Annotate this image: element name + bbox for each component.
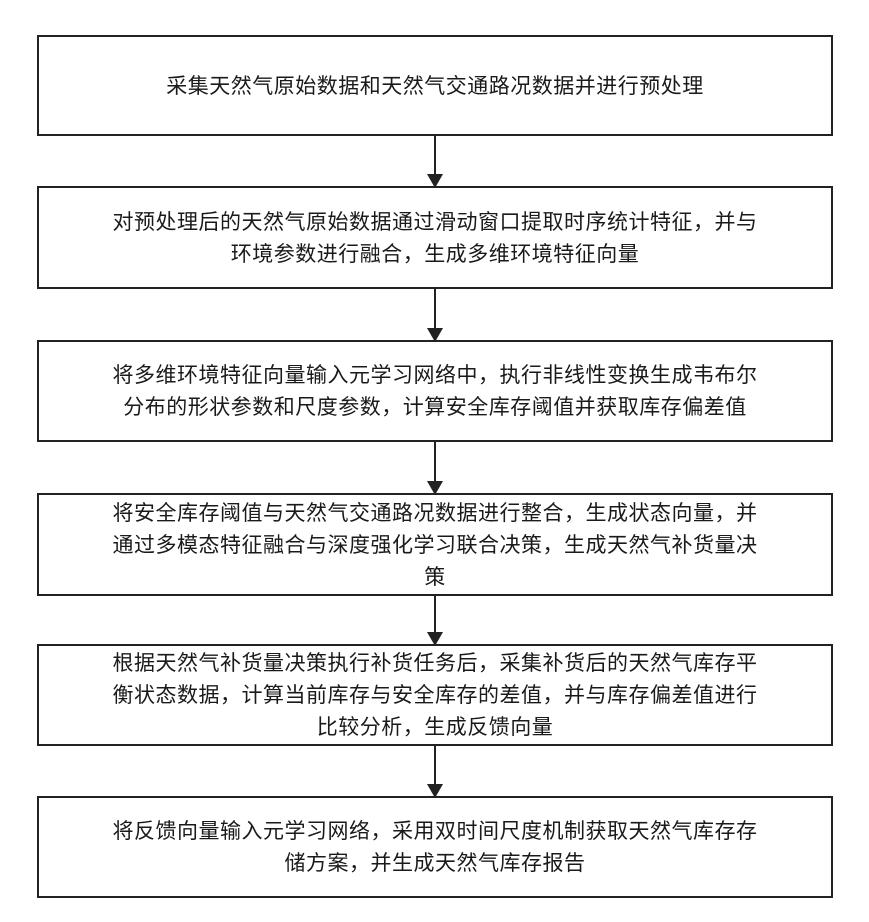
flow-step-1: 采集天然气原始数据和天然气交通路况数据并进行预处理 (37, 35, 833, 136)
flow-arrow-4 (434, 596, 436, 644)
flow-arrow-2 (434, 289, 436, 340)
flow-step-3-text: 将多维环境特征向量输入元学习网络中，执行非线性变换生成韦布尔分布的形状参数和尺度… (39, 359, 831, 423)
flow-step-5-text: 根据天然气补货量决策执行补货任务后，采集补货后的天然气库存平衡状态数据，计算当前… (39, 647, 831, 743)
flow-step-5: 根据天然气补货量决策执行补货任务后，采集补货后的天然气库存平衡状态数据，计算当前… (37, 644, 833, 746)
flow-step-6: 将反馈向量输入元学习网络，采用双时间尺度机制获取天然气库存存储方案，并生成天然气… (37, 796, 833, 898)
flow-arrow-1 (434, 136, 436, 186)
flow-arrow-5 (434, 746, 436, 796)
flow-step-4-text: 将安全库存阈值与天然气交通路况数据进行整合，生成状态向量，并通过多模态特征融合与… (39, 497, 831, 593)
flow-arrow-3 (434, 442, 436, 493)
flow-step-2: 对预处理后的天然气原始数据通过滑动窗口提取时序统计特征，并与环境参数进行融合，生… (37, 186, 833, 289)
flow-step-4: 将安全库存阈值与天然气交通路况数据进行整合，生成状态向量，并通过多模态特征融合与… (37, 493, 833, 596)
flow-step-2-text: 对预处理后的天然气原始数据通过滑动窗口提取时序统计特征，并与环境参数进行融合，生… (39, 206, 831, 270)
flow-step-3: 将多维环境特征向量输入元学习网络中，执行非线性变换生成韦布尔分布的形状参数和尺度… (37, 340, 833, 442)
flow-step-1-text: 采集天然气原始数据和天然气交通路况数据并进行预处理 (96, 70, 774, 102)
flow-step-6-text: 将反馈向量输入元学习网络，采用双时间尺度机制获取天然气库存存储方案，并生成天然气… (39, 815, 831, 879)
